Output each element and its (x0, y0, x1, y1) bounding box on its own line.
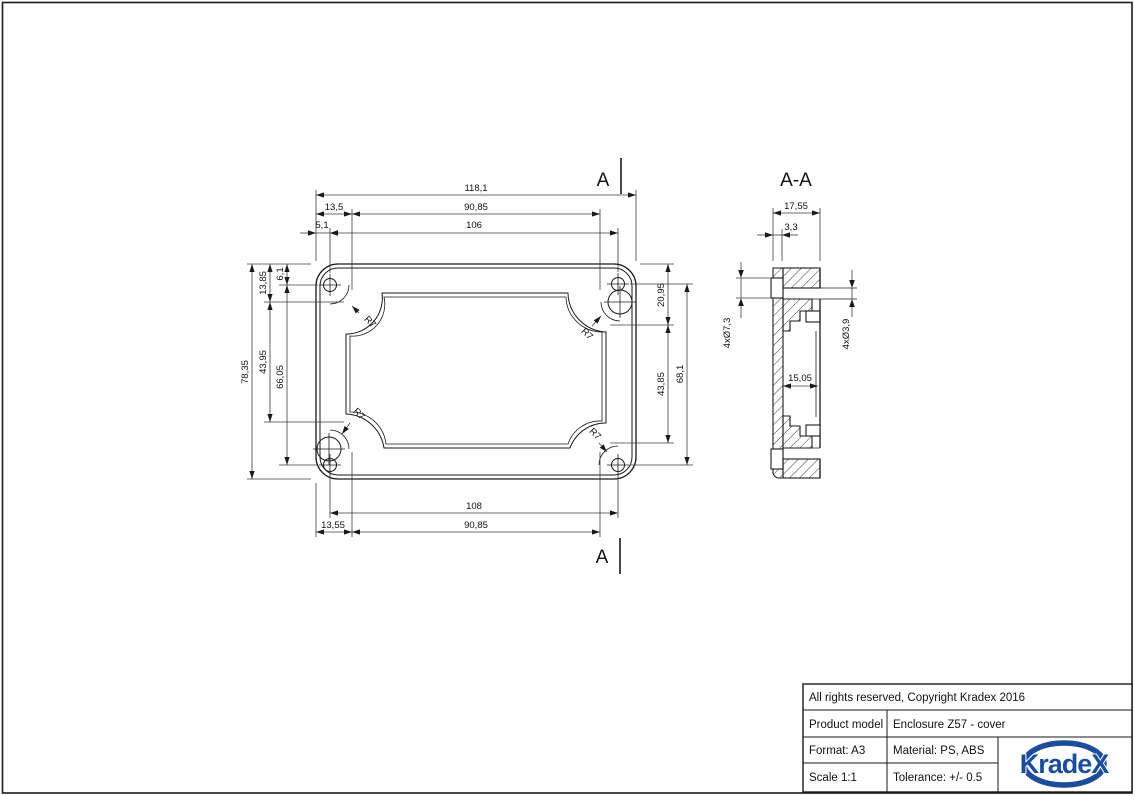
dim-total-height: 78,35 (240, 360, 251, 384)
copyright-text: All rights reserved, Copyright Kradex 20… (809, 692, 1025, 704)
dim-boss-span-top: 90,85 (464, 202, 488, 213)
dim-edge-to-hole-h: 5,1 (315, 220, 328, 231)
section-boss-bottom (782, 458, 821, 479)
dimensions-bottom: 108 13,55 90,85 (316, 501, 618, 535)
boss-arc-top-left (329, 284, 350, 305)
section-cut-markers: A A (596, 158, 622, 574)
product-model-value: Enclosure Z57 - cover (893, 719, 1006, 731)
dim-hole-span-top: 106 (466, 220, 482, 231)
dim-flange-thickness: 3,3 (784, 222, 797, 233)
cavity-outline-outer (345, 292, 607, 449)
section-view-title: A-A (780, 170, 812, 191)
boss-arc-bottom-left (329, 429, 350, 450)
dim-total-width: 118,1 (464, 183, 487, 194)
dimensions-left: 78,35 13,85 43,95 6,1 66,05 (240, 264, 290, 479)
section-marker-top: A (597, 170, 610, 191)
dimensions-right: 20,95 43,85 68,1 (656, 264, 690, 465)
dim-boss-offset-right: 20,95 (656, 283, 667, 307)
dim-boss-offset-bottom: 13,55 (321, 520, 345, 531)
title-block: All rights reserved, Copyright Kradex 20… (802, 683, 1133, 793)
format-value: Format: A3 (809, 745, 865, 757)
cover-outer-outline (315, 263, 637, 480)
section-boss-top (782, 267, 821, 289)
product-model-label: Product model (809, 719, 883, 731)
cover-outer-inner-line (319, 267, 633, 476)
screw-holes (319, 273, 629, 476)
extension-lines (247, 190, 693, 537)
section-step-bottom (782, 415, 813, 449)
cavity-outline-inner (349, 296, 603, 445)
dimensions-top: 118,1 13,5 90,85 5,1 106 (300, 183, 636, 236)
section-view: A-A 17,55 (722, 170, 857, 479)
dim-total-depth: 17,55 (784, 201, 808, 212)
kradex-logo: KradeX (1019, 740, 1111, 788)
dim-boss-span-right: 43,85 (656, 372, 667, 396)
section-pocket-top (805, 310, 821, 323)
counterbore-circles (313, 286, 636, 465)
logo-text: KradeX (1020, 749, 1110, 779)
dim-edge-to-hole-v: 6,1 (275, 267, 286, 280)
dim-counterbore: 4xØ7,3 (722, 318, 733, 349)
dim-hole-span-right: 68,1 (675, 365, 686, 384)
radius-label-top-left: R7 (362, 314, 378, 330)
dim-screw-hole: 4xØ3,9 (841, 319, 852, 350)
dim-boss-offset-left: 13,85 (258, 271, 269, 295)
material-value: Material: PS, ABS (893, 745, 985, 757)
radius-label-bottom-left: R7 (351, 406, 367, 422)
scale-value: Scale 1:1 (809, 772, 857, 784)
logo-ellipse (1021, 740, 1107, 788)
section-step-top (782, 298, 813, 332)
dim-boss-span-left: 43,95 (258, 350, 269, 374)
section-marker-bottom: A (596, 547, 609, 568)
section-pocket-bottom (805, 424, 821, 437)
boss-arc-top-right (600, 301, 621, 322)
dim-inner-depth: 15,05 (788, 373, 812, 384)
dim-boss-span-bottom: 90,85 (464, 520, 488, 531)
section-counterbore-top (770, 277, 784, 299)
tolerance-value: Tolerance: +/- 0.5 (893, 772, 982, 784)
dim-hole-span-left: 66,05 (275, 365, 286, 389)
radius-label-bottom-right: R7 (587, 426, 603, 442)
boss-arc-bottom-right (598, 445, 619, 466)
section-counterbore-bottom (770, 448, 784, 470)
main-view: R7 R7 R7 R7 (240, 158, 693, 574)
dim-hole-span-bottom: 108 (466, 501, 482, 512)
dim-boss-offset-top: 13,5 (325, 202, 344, 213)
section-flange (772, 267, 784, 479)
